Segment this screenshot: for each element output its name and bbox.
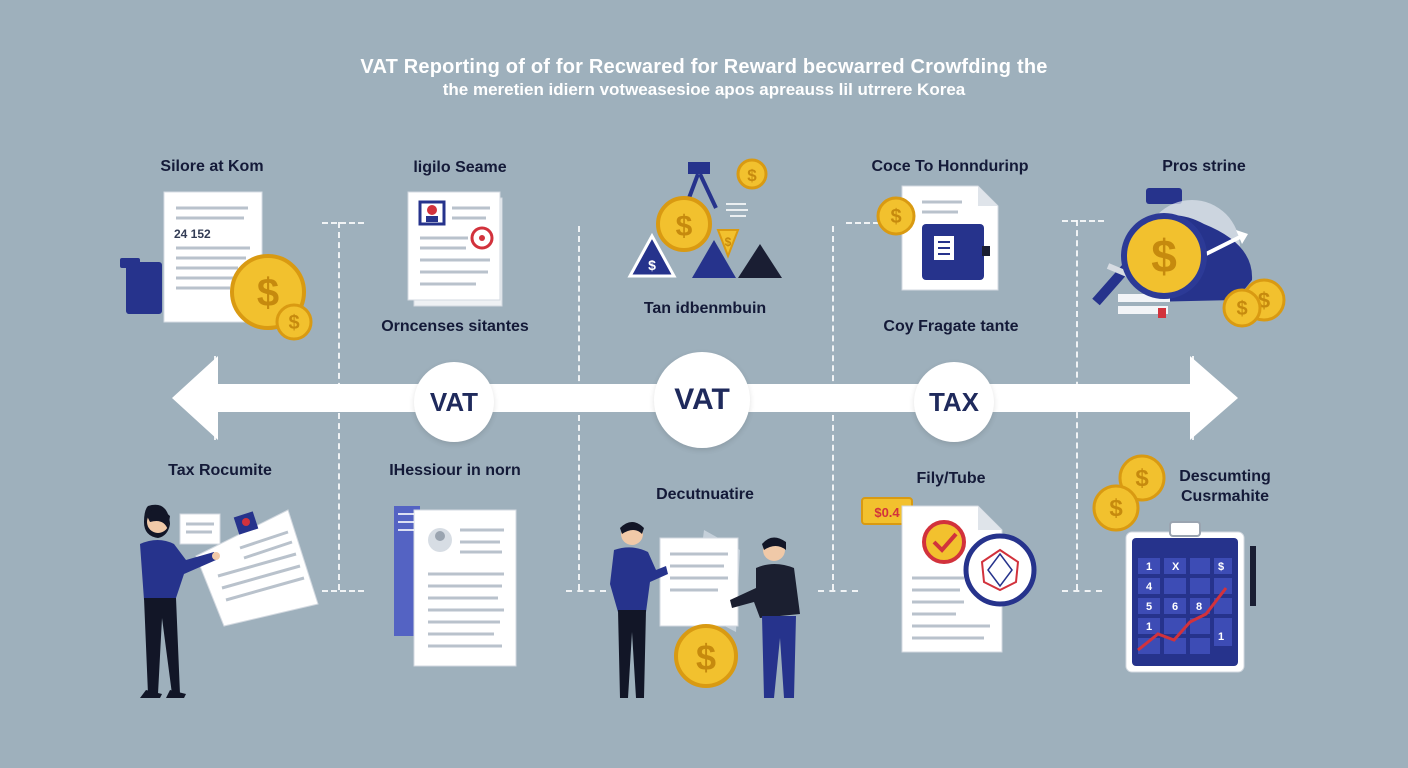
label-bottom-6: Cusrmahite [1180, 488, 1270, 505]
coin-dollar: $ [257, 271, 279, 315]
document-coins-illustration: 24 152 $ $ [120, 191, 313, 341]
profile-sheet-icon [394, 506, 517, 667]
dash-bot-1 [322, 590, 364, 592]
label-bottom-4: Fily/Tube [916, 470, 986, 487]
two-people-illustration: $ [610, 522, 800, 698]
diagram-title: VAT Reporting of of for Recwared for Rew… [360, 56, 1048, 78]
calc-key-5: 5 [1146, 601, 1152, 613]
coin-dollar-people: $ [696, 637, 716, 678]
woman-document-illustration [140, 504, 319, 698]
dash-top-1 [322, 222, 364, 224]
label-mid-3: Coy Fragate tante [883, 318, 1019, 335]
coin-dollar-bag-3: $ [1236, 298, 1247, 320]
coin-dollar-calc-2: $ [1109, 495, 1123, 522]
doc-number: 24 152 [174, 227, 211, 241]
coin-dollar-floating: $ [747, 166, 757, 185]
diagram-subtitle: the meretien idiern votweasesioe apos ap… [442, 80, 966, 99]
vat-badge-1: VAT [414, 362, 494, 442]
profile-document-icon [407, 191, 503, 307]
dash-bot-4 [1062, 590, 1102, 592]
label-top-1: Silore at Kom [160, 158, 264, 175]
label-bottom-2: IHessiour in norn [389, 462, 521, 479]
triangle-coin-dollar: $ [725, 235, 732, 249]
calc-key-8: 1 [1146, 621, 1152, 633]
label-bottom-3: Decutnuatire [656, 486, 754, 503]
vat-badge-2: VAT [654, 352, 750, 448]
balance-triangles-icon: $ $ $ $ [627, 158, 782, 278]
label-top-2: ligilo Seame [413, 159, 507, 176]
money-bag-icon: $ $ $ [1092, 188, 1286, 328]
price-tag: $0.4 [874, 505, 900, 520]
label-mid-1: Orncenses sitantes [381, 318, 529, 335]
calc-key-2: X [1172, 561, 1180, 573]
label-bottom-1: Tax Rocumite [168, 462, 272, 479]
label-bottom-5: Descumting [1179, 468, 1271, 485]
coin-dollar-small: $ [288, 312, 299, 334]
coin-dollar-center: $ [676, 210, 693, 243]
dash-top-3 [1062, 220, 1104, 222]
label-top-4: Pros strine [1162, 158, 1246, 175]
label-mid-2: Tan idbenmbuin [643, 300, 767, 317]
approved-document-icon: $0.4 [861, 497, 1037, 653]
tax-badge: TAX [914, 362, 994, 442]
calc-key-1: 1 [1146, 561, 1152, 573]
dash-bot-3 [818, 590, 858, 592]
calc-key-9: 1 [1218, 631, 1224, 643]
coin-dollar-bag: $ [1151, 230, 1177, 282]
calc-key-3: $ [1218, 561, 1224, 573]
label-top-3: Coce To Honndurinp [871, 158, 1029, 175]
calc-key-6: 6 [1172, 601, 1178, 613]
coin-dollar-calc-1: $ [1135, 465, 1149, 492]
contract-document-icon: $ [876, 185, 999, 291]
dash-top-2 [846, 222, 888, 224]
calc-key-4: 4 [1146, 581, 1153, 593]
calculator-icon: $ $ 1 X $ 4 5 6 8 1 1 [1092, 454, 1256, 673]
dash-bot-2 [566, 590, 606, 592]
coin-dollar-contract: $ [890, 206, 901, 228]
calc-key-7: 8 [1196, 601, 1202, 613]
triangle-dollar: $ [648, 257, 656, 273]
